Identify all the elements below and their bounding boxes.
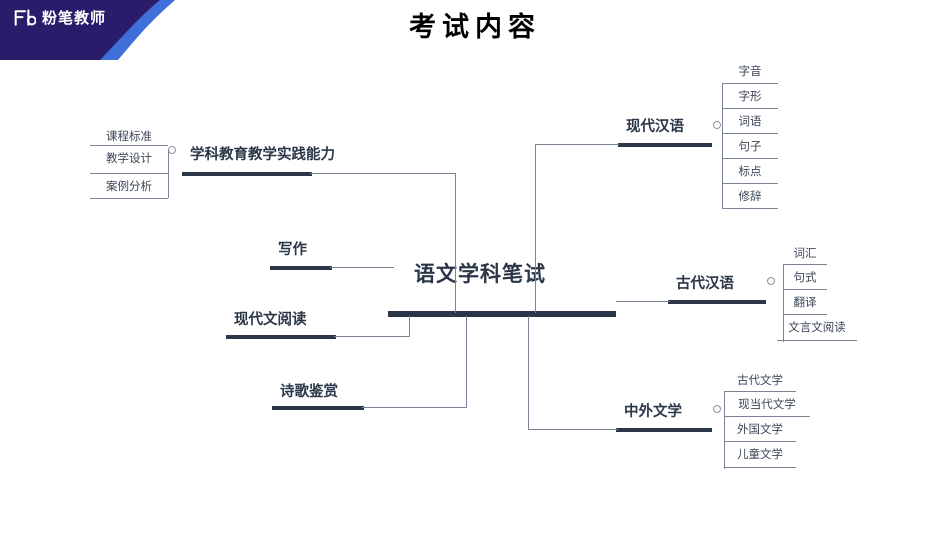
child-label-right-1-2: 翻译: [793, 295, 817, 309]
child-label-left-0-1: 教学设计: [106, 151, 152, 165]
child-spine-right-2: [724, 392, 725, 469]
child-label-left-0-2: 案例分析: [106, 179, 152, 193]
child-rule-right-2-1: [724, 416, 810, 417]
child-label-right-1-3: 文言文阅读: [788, 320, 846, 334]
child-label-right-2-0: 古代文学: [737, 373, 783, 387]
brand-logo: 粉笔教师: [14, 7, 106, 28]
child-spine-right-0: [722, 84, 723, 208]
branch-bar-left-0: [182, 172, 312, 176]
branch-connector-left-0-v: [455, 173, 456, 313]
branch-label-left-0: 学科教育教学实践能力: [190, 147, 335, 163]
child-rule-right-1-0: [783, 264, 827, 265]
child-rule-left-0-0: [90, 145, 168, 146]
branch-connector-right-1-h: [616, 301, 670, 302]
child-rule-right-0-5: [722, 208, 778, 209]
fb-logo-icon: [14, 8, 36, 26]
child-rule-right-1-2: [783, 314, 827, 315]
center-node-bar: [388, 311, 616, 317]
page-title: 考试内容: [409, 12, 541, 43]
child-label-right-0-2: 词语: [738, 114, 762, 128]
child-label-left-0-0: 课程标准: [106, 129, 152, 143]
child-spine-right-1: [783, 265, 784, 342]
child-rule-right-0-2: [722, 133, 778, 134]
brand-banner: 粉笔教师: [0, 0, 310, 60]
branch-connector-left-3-h: [362, 407, 467, 408]
child-label-right-2-1: 现当代文学: [738, 397, 796, 411]
child-label-right-0-4: 标点: [738, 164, 762, 178]
branch-connector-left-2-v: [409, 316, 410, 337]
branch-connector-right-0-v: [535, 144, 536, 313]
child-rule-right-0-1: [722, 108, 778, 109]
child-rule-right-2-0: [724, 391, 796, 392]
branch-label-right-1: 古代汉语: [676, 276, 734, 292]
child-rule-right-0-3: [722, 158, 778, 159]
child-rule-right-1-3: [777, 340, 857, 341]
child-rule-right-2-2: [724, 441, 796, 442]
child-label-right-0-5: 修辞: [738, 189, 762, 203]
branch-label-left-2: 现代文阅读: [234, 312, 307, 328]
child-spine-left-0: [168, 150, 169, 198]
branch-bar-left-3: [272, 406, 364, 410]
child-label-right-0-0: 字音: [738, 64, 762, 78]
child-rule-right-2-3: [724, 467, 796, 468]
branch-toggle-right-0[interactable]: [713, 121, 721, 129]
branch-bar-right-0: [618, 143, 712, 147]
branch-toggle-right-1[interactable]: [767, 277, 775, 285]
branch-connector-left-2-h: [334, 336, 410, 337]
branch-toggle-right-2[interactable]: [713, 405, 721, 413]
branch-connector-right-2-h: [528, 429, 618, 430]
branch-connector-right-0-h: [535, 144, 619, 145]
branch-connector-left-1: [330, 267, 394, 268]
branch-label-left-3: 诗歌鉴赏: [280, 384, 338, 400]
branch-toggle-left-0[interactable]: [168, 146, 176, 154]
branch-connector-left-3-v: [466, 316, 467, 408]
child-rule-right-0-0: [722, 83, 778, 84]
child-rule-left-0-2: [90, 198, 168, 199]
branch-bar-left-1: [270, 266, 332, 270]
child-label-right-1-1: 句式: [793, 270, 817, 284]
branch-label-left-1: 写作: [278, 242, 307, 258]
child-rule-right-1-1: [783, 289, 827, 290]
child-label-right-0-1: 字形: [738, 89, 762, 103]
child-label-right-1-0: 词汇: [793, 246, 817, 260]
branch-bar-right-1: [668, 300, 766, 304]
child-label-right-0-3: 句子: [738, 139, 762, 153]
branch-bar-right-2: [616, 428, 712, 432]
branch-label-right-0: 现代汉语: [626, 119, 684, 135]
child-rule-right-0-4: [722, 183, 778, 184]
brand-name: 粉笔教师: [42, 9, 107, 27]
branch-label-right-2: 中外文学: [624, 404, 682, 420]
center-node-label: 语文学科笔试: [414, 262, 546, 286]
child-rule-left-0-1: [90, 173, 168, 174]
banner-wave-shape: [0, 0, 175, 60]
child-label-right-2-3: 儿童文学: [737, 447, 783, 461]
branch-bar-left-2: [226, 335, 336, 339]
branch-connector-left-0-h: [310, 173, 456, 174]
child-label-right-2-2: 外国文学: [737, 422, 783, 436]
branch-connector-right-2-v: [528, 316, 529, 430]
